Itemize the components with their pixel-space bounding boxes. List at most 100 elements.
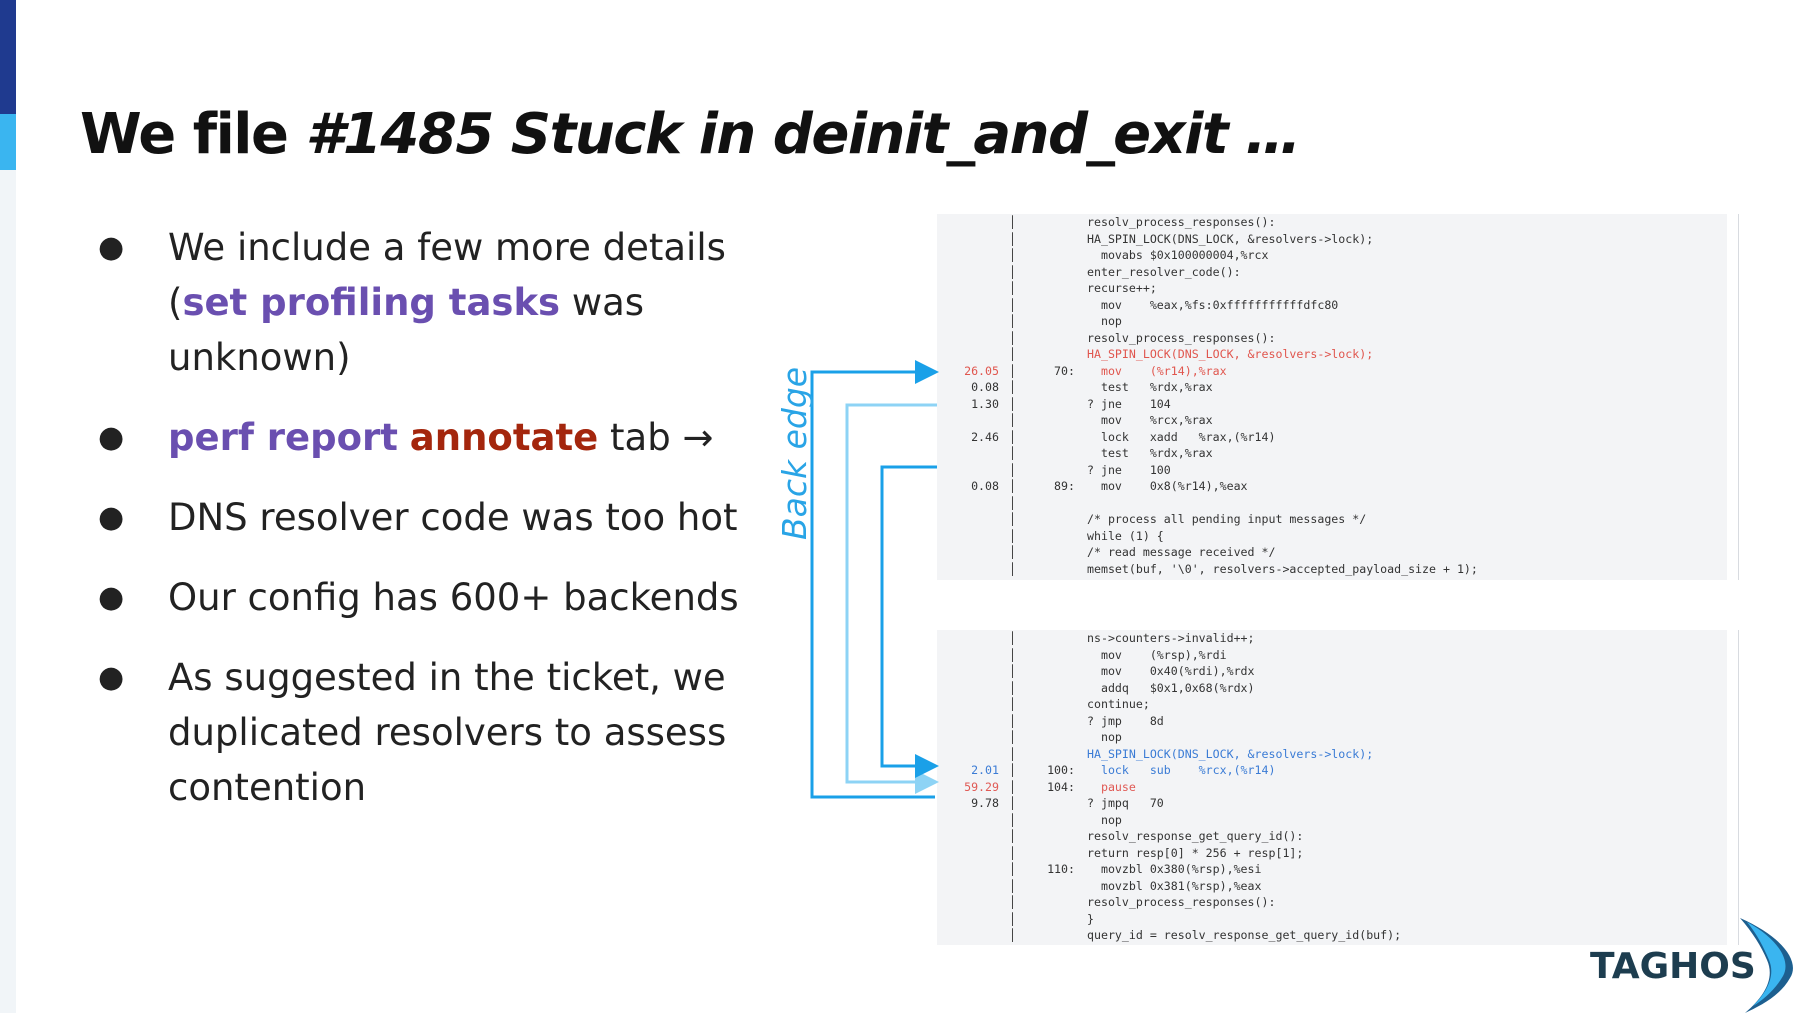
jump-arrow-104 bbox=[845, 403, 939, 794]
gutter-divider: │ bbox=[1009, 561, 1016, 576]
gutter-divider: │ bbox=[1009, 878, 1016, 893]
code-line: │ enter_resolver_code(): bbox=[937, 264, 1727, 281]
gutter-divider: │ bbox=[1009, 829, 1016, 843]
bullet-list: ●We include a few more details (set prof… bbox=[90, 220, 760, 840]
gutter-divider: │ bbox=[1009, 812, 1016, 827]
gutter-divider: │ bbox=[1009, 297, 1016, 312]
left-accent-light bbox=[0, 114, 16, 170]
code-line: 0.08│89: mov 0x8(%r14),%eax bbox=[937, 478, 1727, 495]
code-text: ? jne 104 bbox=[1087, 396, 1171, 411]
code-text: lock sub %rcx,(%r14) bbox=[1087, 763, 1276, 777]
instruction-offset: 100: bbox=[1047, 763, 1075, 777]
slide-title: We file #1485 Stuck in deinit_and_exit … bbox=[80, 102, 1301, 167]
gutter-divider: │ bbox=[1009, 928, 1016, 942]
bullet-text: perf report bbox=[168, 416, 398, 459]
bullet-item: ●Our config has 600+ backends bbox=[90, 570, 760, 625]
bullet-text: DNS resolver code was too hot bbox=[168, 496, 738, 539]
bullet-item: ●perf report annotate tab → bbox=[90, 410, 760, 465]
code-line: │ movzbl 0x381(%rsp),%eax bbox=[937, 878, 1727, 895]
bullet-dot-icon: ● bbox=[98, 500, 125, 535]
instruction-offset: 104: bbox=[1047, 779, 1075, 794]
gutter-divider: │ bbox=[1009, 347, 1016, 361]
code-panel-bottom: │ns->counters->invalid++;│ mov (%rsp),%r… bbox=[937, 630, 1739, 945]
code-line: │/* process all pending input messages *… bbox=[937, 511, 1727, 528]
gutter-divider: │ bbox=[1009, 264, 1016, 279]
gutter-divider: │ bbox=[1009, 746, 1016, 761]
gutter-divider: │ bbox=[1009, 396, 1016, 411]
instruction-offset: 89: bbox=[1054, 479, 1075, 493]
code-text: continue; bbox=[1087, 697, 1150, 711]
code-text: /* process all pending input messages */ bbox=[1087, 512, 1367, 526]
logo-text: TAGHOS bbox=[1590, 946, 1756, 987]
code-line: │ test %rdx,%rax bbox=[937, 445, 1727, 462]
gutter-divider: │ bbox=[1009, 779, 1016, 794]
sample-percent: 26.05 bbox=[964, 363, 999, 378]
code-line: │query_id = resolv_response_get_query_id… bbox=[937, 927, 1727, 944]
code-line: 1.30 │ ? jne 104 bbox=[937, 396, 1727, 413]
code-text: while (1) { bbox=[1087, 528, 1164, 543]
code-text: resolv_process_responses(): bbox=[1087, 215, 1276, 229]
code-text: mov %rcx,%rax bbox=[1087, 413, 1213, 427]
code-line: │HA_SPIN_LOCK(DNS_LOCK, &resolvers->lock… bbox=[937, 346, 1727, 363]
code-text: nop bbox=[1087, 314, 1122, 328]
gutter-divider: │ bbox=[1009, 862, 1016, 876]
code-text: } bbox=[1087, 911, 1094, 926]
gutter-divider: │ bbox=[1009, 528, 1016, 543]
bullet-text: was unknown) bbox=[168, 281, 645, 379]
gutter-divider: │ bbox=[1009, 763, 1016, 777]
code-text: movzbl 0x380(%rsp),%esi bbox=[1087, 862, 1262, 876]
bullet-dot-icon: ● bbox=[98, 580, 125, 615]
code-text: mov (%r14),%rax bbox=[1087, 363, 1227, 378]
gutter-divider: │ bbox=[1009, 895, 1016, 909]
code-line: │ resolv_process_responses(): bbox=[937, 894, 1727, 911]
code-line: 0.08│ test %rdx,%rax bbox=[937, 379, 1727, 396]
code-text: recurse++; bbox=[1087, 281, 1157, 295]
code-text: ns->counters->invalid++; bbox=[1087, 631, 1255, 645]
gutter-divider: │ bbox=[1009, 796, 1016, 810]
code-text: return resp[0] * 256 + resp[1]; bbox=[1087, 845, 1304, 860]
gutter-divider: │ bbox=[1009, 730, 1016, 744]
code-line: │ movabs $0x100000004,%rcx bbox=[937, 247, 1727, 264]
gutter-divider: │ bbox=[1009, 281, 1016, 295]
code-line: │continue; bbox=[937, 696, 1727, 713]
sample-percent: 1.30 bbox=[971, 396, 999, 411]
code-line: 2.46│ lock xadd %rax,(%r14) bbox=[937, 429, 1727, 446]
sample-percent: 0.08 bbox=[971, 479, 999, 493]
gutter-divider: │ bbox=[1009, 380, 1016, 394]
code-line: │ bbox=[937, 495, 1727, 512]
back-edge-arrow-70 bbox=[810, 360, 939, 799]
code-line: │HA_SPIN_LOCK(DNS_LOCK, &resolvers->lock… bbox=[937, 231, 1727, 248]
code-text: mov 0x8(%r14),%eax bbox=[1087, 479, 1248, 493]
code-text: test %rdx,%rax bbox=[1087, 380, 1213, 394]
code-line: │ HA_SPIN_LOCK(DNS_LOCK, &resolvers->lock… bbox=[937, 746, 1727, 763]
code-text: HA_SPIN_LOCK(DNS_LOCK, &resolvers->lock)… bbox=[1087, 231, 1374, 246]
code-text: ? jmpq 70 bbox=[1087, 796, 1164, 810]
gutter-divider: │ bbox=[1009, 446, 1016, 460]
sample-percent: 9.78 bbox=[971, 796, 999, 810]
code-text: memset(buf, '\0', resolvers->accepted_pa… bbox=[1087, 561, 1478, 576]
code-text: resolv_process_responses(): bbox=[1087, 895, 1276, 909]
left-accent-dark bbox=[0, 0, 16, 114]
gutter-divider: │ bbox=[1009, 248, 1016, 262]
code-text: mov 0x40(%rdi),%rdx bbox=[1087, 664, 1255, 678]
code-line: 2.01│100: lock sub %rcx,(%r14) bbox=[937, 762, 1727, 779]
code-panel-top: │resolv_process_responses():│HA_SPIN_LOC… bbox=[937, 214, 1739, 580]
code-text: HA_SPIN_LOCK(DNS_LOCK, &resolvers->lock)… bbox=[1087, 746, 1374, 761]
code-text: /* read message received */ bbox=[1087, 545, 1276, 559]
instruction-offset: 110: bbox=[1047, 862, 1075, 876]
gutter-divider: │ bbox=[1009, 545, 1016, 559]
code-line: │ ns->counters->invalid++; bbox=[937, 630, 1727, 647]
code-text: movabs $0x100000004,%rcx bbox=[1087, 248, 1269, 262]
back-edge-label: Back edge bbox=[775, 366, 814, 540]
code-text: test %rdx,%rax bbox=[1087, 446, 1213, 460]
code-line: │resolv_process_responses(): bbox=[937, 330, 1727, 347]
bullet-dot-icon: ● bbox=[98, 230, 125, 265]
code-text: enter_resolver_code(): bbox=[1087, 264, 1241, 279]
gutter-divider: │ bbox=[1009, 631, 1016, 645]
code-line: │ 110: movzbl 0x380(%rsp),%esi bbox=[937, 861, 1727, 878]
gutter-divider: │ bbox=[1009, 314, 1016, 328]
gutter-divider: │ bbox=[1009, 664, 1016, 678]
bullet-item: ● DNS resolver code was too hot bbox=[90, 490, 760, 545]
sample-percent: 59.29 bbox=[964, 779, 999, 794]
code-line: │ nop bbox=[937, 729, 1727, 746]
